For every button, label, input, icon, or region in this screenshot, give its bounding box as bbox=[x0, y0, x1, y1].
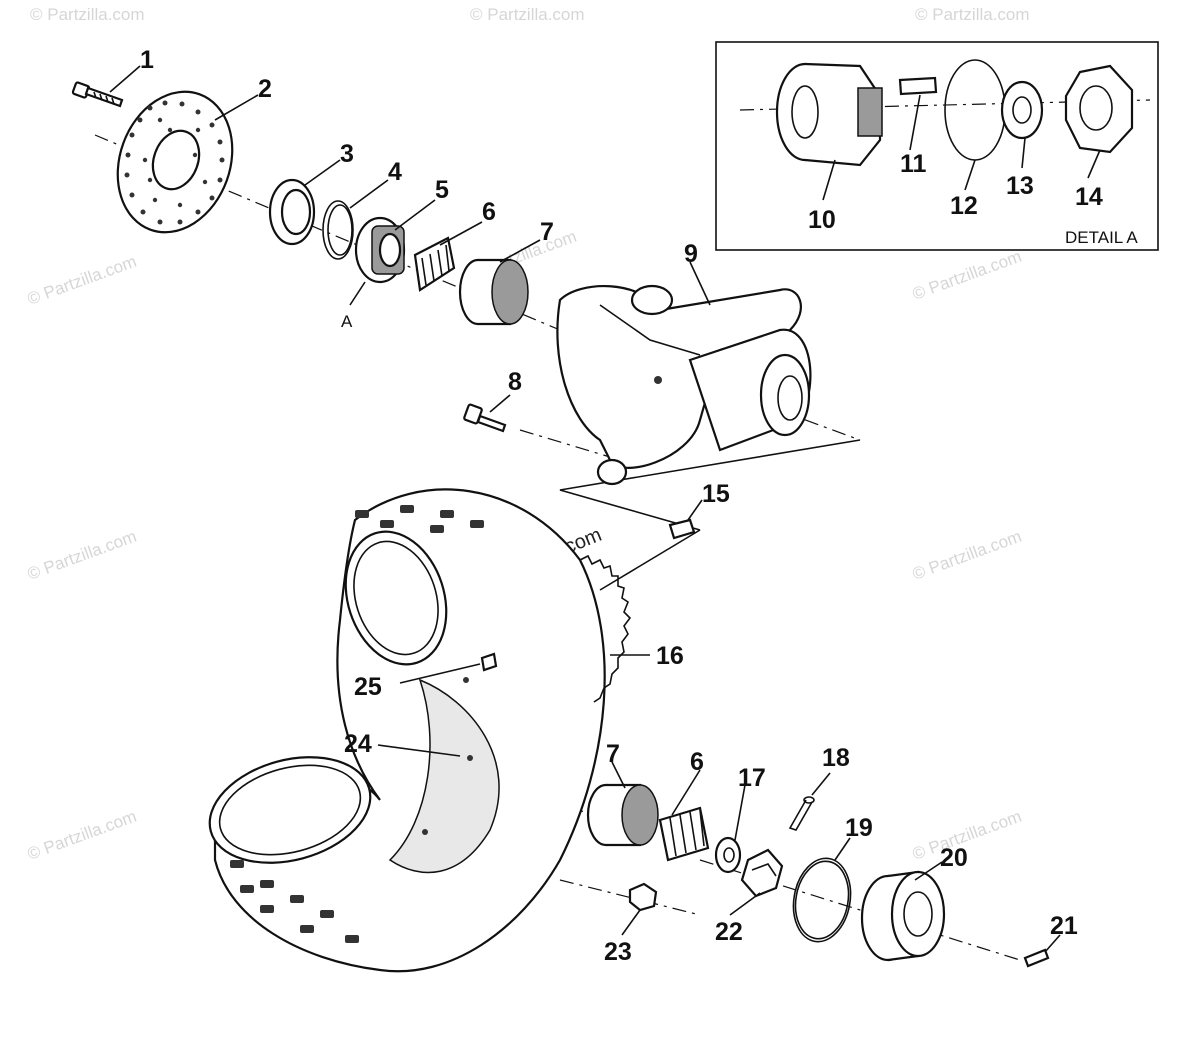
callout-13: 13 bbox=[1006, 172, 1034, 200]
callout-23: 23 bbox=[604, 938, 632, 966]
part-tire-wheel-16 bbox=[208, 488, 632, 973]
leader-lines bbox=[109, 65, 1101, 953]
callout-4: 4 bbox=[388, 158, 402, 186]
callout-1: 1 bbox=[140, 46, 154, 74]
callouts: 1 2 3 4 5 6 7 8 9 10 11 12 13 14 15 16 1… bbox=[140, 46, 1103, 966]
callout-18: 18 bbox=[822, 744, 850, 772]
callout-24: 24 bbox=[344, 730, 372, 758]
callout-17: 17 bbox=[738, 764, 766, 792]
callout-6-bottom: 6 bbox=[690, 748, 704, 776]
callout-15: 15 bbox=[702, 480, 730, 508]
detail-a-label: DETAIL A bbox=[1065, 228, 1138, 247]
callout-6-top: 6 bbox=[482, 198, 496, 226]
part-brake-disc-2 bbox=[116, 90, 234, 234]
part-valve-25 bbox=[480, 652, 498, 672]
watermark: © Partzilla.com bbox=[25, 527, 139, 584]
watermark: © Partzilla.com bbox=[25, 252, 139, 309]
callout-2: 2 bbox=[258, 75, 272, 103]
callout-8: 8 bbox=[508, 368, 522, 396]
callout-21: 21 bbox=[1050, 912, 1078, 940]
callout-22: 22 bbox=[715, 918, 743, 946]
callout-25: 25 bbox=[354, 673, 382, 701]
callout-11: 11 bbox=[900, 150, 927, 178]
watermark: © Partzilla.com bbox=[910, 247, 1024, 304]
callout-7-bottom: 7 bbox=[606, 740, 620, 768]
part-bearing-6-bottom bbox=[658, 806, 710, 862]
callout-7-top: 7 bbox=[540, 218, 554, 246]
part-bolt-1 bbox=[71, 81, 124, 108]
callout-14: 14 bbox=[1075, 183, 1103, 211]
watermark: © Partzilla.com bbox=[915, 5, 1030, 24]
part-bearing-race-7-top bbox=[458, 258, 529, 326]
watermark: © Partzilla.com bbox=[910, 527, 1024, 584]
detail-a-box: DETAIL A bbox=[715, 41, 1159, 251]
callout-9: 9 bbox=[684, 240, 698, 268]
part-cotter-pin-18 bbox=[788, 796, 815, 831]
part-seal-3 bbox=[268, 178, 316, 246]
part-hub-cap-20 bbox=[860, 870, 946, 962]
callout-20: 20 bbox=[940, 844, 968, 872]
part-nut-23 bbox=[628, 882, 658, 912]
part-bolt-21 bbox=[1023, 948, 1050, 968]
part-hub-5 bbox=[354, 216, 406, 284]
part-knuckle-9 bbox=[556, 284, 812, 486]
part-nut-14 bbox=[1064, 64, 1134, 154]
detail-ref-a: A bbox=[341, 312, 353, 331]
part-pin-11 bbox=[898, 76, 938, 96]
part-oring-19 bbox=[792, 857, 852, 943]
part-bearing-race-7-bottom bbox=[586, 783, 659, 847]
callout-12: 12 bbox=[950, 192, 978, 220]
callout-16: 16 bbox=[656, 642, 684, 670]
watermark: © Partzilla.com bbox=[25, 807, 139, 864]
part-bolt-8 bbox=[463, 403, 507, 433]
part-snap-ring-4 bbox=[322, 200, 354, 260]
part-fitting-15 bbox=[668, 518, 696, 540]
callout-19: 19 bbox=[845, 814, 873, 842]
watermark: © Partzilla.com bbox=[470, 5, 585, 24]
part-washer-17 bbox=[714, 836, 742, 874]
part-washer-13 bbox=[1000, 80, 1044, 140]
part-bearing-6-top bbox=[413, 236, 456, 292]
callout-3: 3 bbox=[340, 140, 354, 168]
callout-10: 10 bbox=[808, 206, 836, 234]
part-hub-10 bbox=[775, 62, 883, 167]
watermark: © Partzilla.com bbox=[30, 5, 145, 24]
part-castle-nut-22 bbox=[740, 848, 784, 898]
callout-5: 5 bbox=[435, 176, 449, 204]
